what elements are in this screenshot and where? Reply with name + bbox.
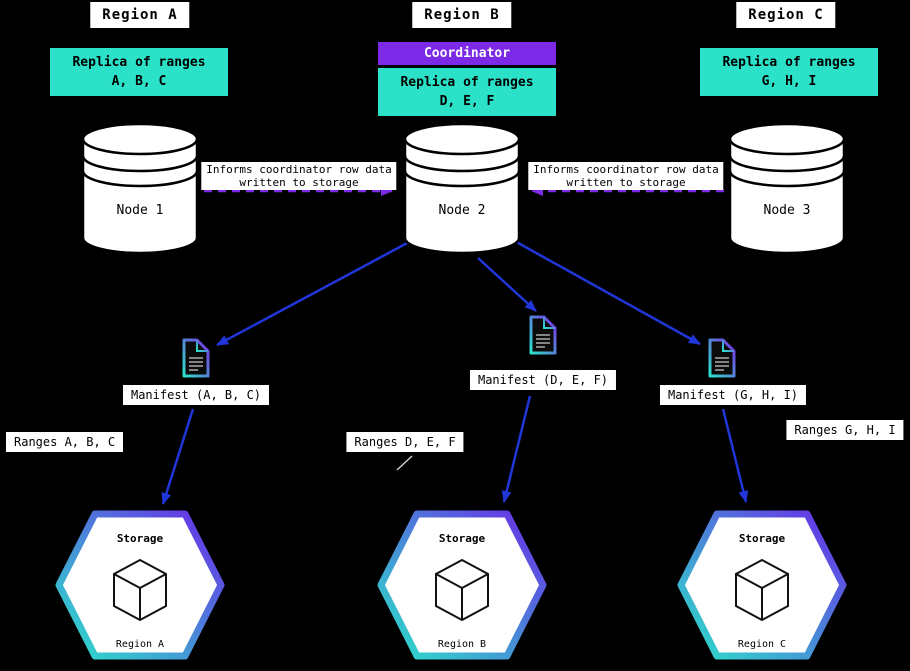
storage-a-region-label: Region A	[116, 639, 164, 650]
inform-label-right: Informs coordinator row data written to …	[528, 162, 724, 190]
manifest-c-file-icon	[708, 338, 736, 378]
region-c-replica-box: Replica of ranges G, H, I	[700, 48, 878, 96]
node2-label: Node 2	[439, 203, 486, 218]
region-a-header: Region A	[90, 2, 190, 28]
storage-a-title: Storage	[117, 532, 164, 545]
manifest-a-file-icon	[182, 338, 210, 378]
ranges-def-leader-line	[396, 455, 413, 471]
replica-a-line1: Replica of ranges	[72, 55, 206, 70]
inform-right-line1: Informs coordinator row data	[533, 163, 719, 176]
replica-b-line1: Replica of ranges	[400, 75, 534, 90]
region-c-header: Region C	[736, 2, 836, 28]
manifest-b-label: Manifest (D, E, F)	[469, 370, 617, 390]
region-a-replica-box: Replica of ranges A, B, C	[50, 48, 228, 96]
cube-icon	[435, 558, 489, 622]
replica-c-line2: G, H, I	[761, 74, 817, 89]
node3-label: Node 3	[764, 203, 811, 218]
manifest-b-file-icon	[529, 315, 557, 355]
replica-c-line1: Replica of ranges	[722, 55, 856, 70]
node3-database-cylinder-icon: Node 3	[728, 122, 846, 255]
replica-a-line2: A, B, C	[111, 74, 167, 89]
cube-icon	[113, 558, 167, 622]
storage-b-region-label: Region B	[438, 639, 486, 650]
arrow-manifest-c-to-storage-c	[721, 408, 749, 503]
inform-label-left: Informs coordinator row data written to …	[201, 162, 397, 190]
storage-a-hexagon-icon: Storage Region A	[55, 510, 225, 660]
arrow-node2-to-manifest-b	[477, 257, 537, 312]
arrow-node2-to-manifest-c	[501, 232, 701, 346]
node2-database-cylinder-icon: Node 2	[403, 122, 521, 255]
region-b-header: Region B	[412, 2, 512, 28]
storage-b-hexagon-icon: Storage Region B	[377, 510, 547, 660]
storage-c-hexagon-icon: Storage Region C	[677, 510, 847, 660]
ranges-c-label: Ranges G, H, I	[786, 420, 904, 440]
inform-left-line1: Informs coordinator row data	[206, 163, 392, 176]
arrow-node2-to-manifest-a	[216, 232, 425, 347]
storage-c-title: Storage	[739, 532, 786, 545]
inform-right-line2: written to storage	[566, 176, 686, 189]
manifest-c-label: Manifest (G, H, I)	[659, 385, 807, 405]
ranges-b-label: Ranges D, E, F	[346, 432, 464, 452]
inform-left-line2: written to storage	[239, 176, 359, 189]
manifest-a-label: Manifest (A, B, C)	[122, 385, 270, 405]
storage-b-title: Storage	[439, 532, 486, 545]
node1-database-cylinder-icon: Node 1	[81, 122, 199, 255]
arrow-manifest-a-to-storage-a	[161, 408, 195, 505]
replica-b-line2: D, E, F	[439, 94, 495, 109]
ranges-a-label: Ranges A, B, C	[6, 432, 124, 452]
node1-label: Node 1	[117, 203, 164, 218]
arrow-manifest-b-to-storage-b	[501, 395, 532, 503]
region-b-replica-box: Replica of ranges D, E, F	[378, 68, 556, 116]
storage-c-region-label: Region C	[738, 639, 786, 650]
coordinator-box: Coordinator	[378, 42, 556, 65]
cube-icon	[735, 558, 789, 622]
